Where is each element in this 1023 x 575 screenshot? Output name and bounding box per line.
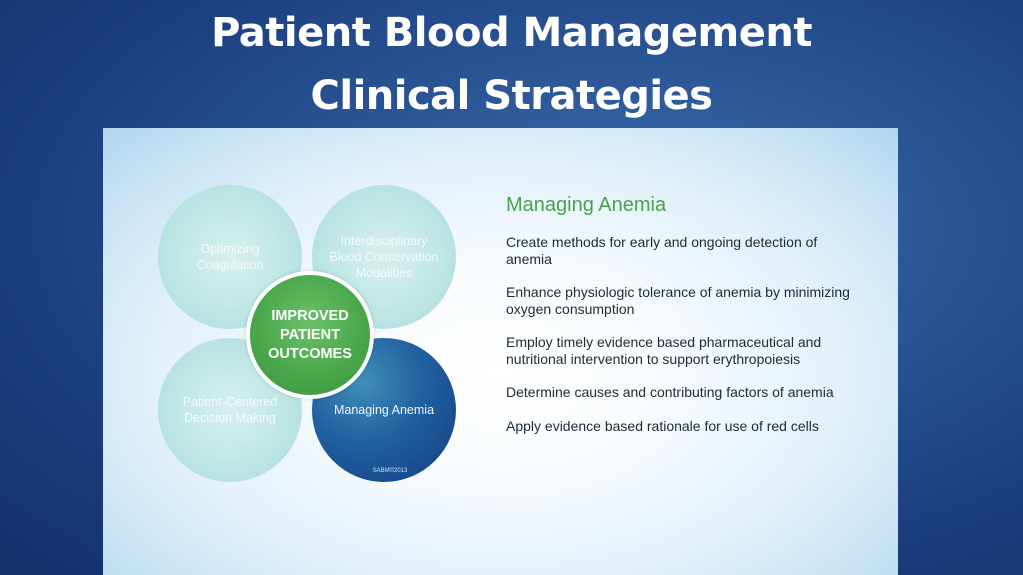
strategy-item: Create methods for early and ongoing det… [506,234,818,267]
slide-title-line-1: Patient Blood Management [211,10,812,56]
strategy-item: Determine causes and contributing factor… [506,384,834,400]
petal-optimizing-coagulation: Optimizing Coagulation [158,185,302,329]
petal-blood-conservation: Interdisciplinary Blood Conservation Mod… [312,185,456,329]
center-label: IMPROVED PATIENT OUTCOMES [268,307,352,362]
center-circle-outcomes: IMPROVED PATIENT OUTCOMES [246,271,374,399]
strategy-item: Apply evidence based rationale for use o… [506,417,819,434]
slide-title-line-2: Clinical Strategies [310,73,713,119]
petal-label: Interdisciplinary Blood Conservation Mod… [329,234,439,280]
slide-title: Patient Blood Management Clinical Strate… [0,2,1023,128]
strategy-item: Enhance physiologic tolerance of anemia … [506,284,850,317]
copyright-mark: SABM©2013 [372,468,408,474]
petal-label: Managing Anemia [333,403,435,417]
section-heading: Managing Anemia [506,194,667,216]
content-panel: Optimizing Coagulation Interdisciplinary… [103,128,898,575]
petal-label: Patient-Centered Decision Making [182,395,278,425]
strategy-item: Employ timely evidence based pharmaceuti… [506,334,822,367]
petal-label: Optimizing Coagulation [196,242,264,272]
strategy-list: Create methods for early and ongoing det… [506,234,866,451]
